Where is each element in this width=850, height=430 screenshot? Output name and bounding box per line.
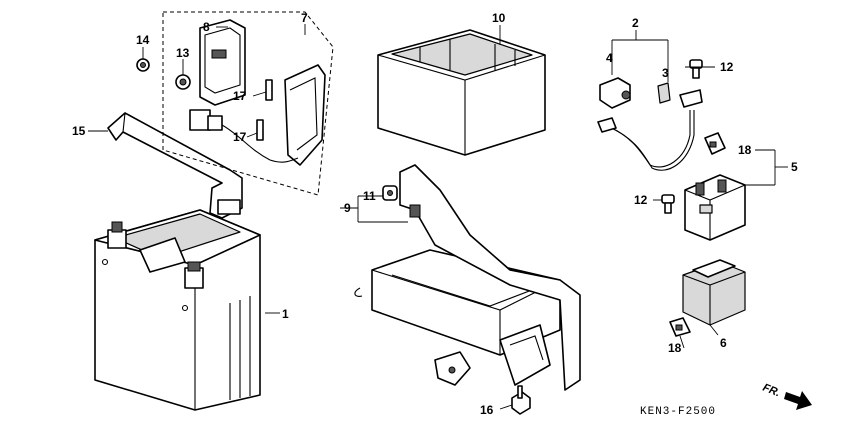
callout-12-mid: 12 bbox=[634, 193, 648, 207]
cover-assembly bbox=[162, 11, 334, 196]
callout-13: 13 bbox=[176, 46, 190, 60]
callout-9: 9 bbox=[344, 201, 351, 215]
callout-1: 1 bbox=[282, 307, 289, 321]
leader-lines bbox=[88, 24, 788, 410]
direction-label: FR. bbox=[761, 382, 782, 400]
callout-15: 15 bbox=[72, 124, 86, 138]
callout-18-bottom: 18 bbox=[668, 341, 682, 355]
callout-17-top: 17 bbox=[233, 89, 247, 103]
callout-4: 4 bbox=[606, 51, 613, 65]
callout-14: 14 bbox=[136, 33, 150, 47]
fuse-top bbox=[704, 132, 726, 155]
drawing-code: KEN3-F2500 bbox=[640, 406, 716, 418]
bolt bbox=[511, 385, 531, 415]
callout-17-bottom: 17 bbox=[233, 130, 247, 144]
callout-12-top: 12 bbox=[720, 60, 734, 74]
callout-10: 10 bbox=[492, 11, 506, 25]
callout-18-top: 18 bbox=[738, 143, 752, 157]
callout-2: 2 bbox=[632, 16, 639, 30]
callout-11: 11 bbox=[363, 189, 376, 203]
nut bbox=[136, 58, 150, 72]
battery-band bbox=[107, 112, 243, 219]
screw-mid bbox=[661, 194, 675, 214]
callout-6: 6 bbox=[720, 336, 727, 350]
relay-cover bbox=[682, 259, 746, 326]
screw-top bbox=[689, 59, 703, 79]
callout-3: 3 bbox=[662, 66, 669, 80]
relay bbox=[684, 174, 746, 241]
cable-assembly bbox=[597, 77, 703, 171]
callout-16: 16 bbox=[480, 403, 494, 417]
battery-tray bbox=[354, 164, 581, 391]
front-direction-arrow: FR. bbox=[761, 382, 812, 410]
grommet bbox=[382, 185, 398, 201]
battery bbox=[94, 209, 261, 411]
fuse-bottom bbox=[669, 317, 691, 337]
arrow-icon bbox=[784, 391, 812, 410]
battery-case bbox=[377, 29, 546, 156]
callout-labels: 1 2 3 4 5 6 7 8 9 10 11 12 12 13 14 15 1… bbox=[72, 11, 798, 417]
callout-5: 5 bbox=[791, 160, 798, 174]
callout-7: 7 bbox=[301, 11, 308, 25]
callout-8: 8 bbox=[203, 20, 210, 34]
